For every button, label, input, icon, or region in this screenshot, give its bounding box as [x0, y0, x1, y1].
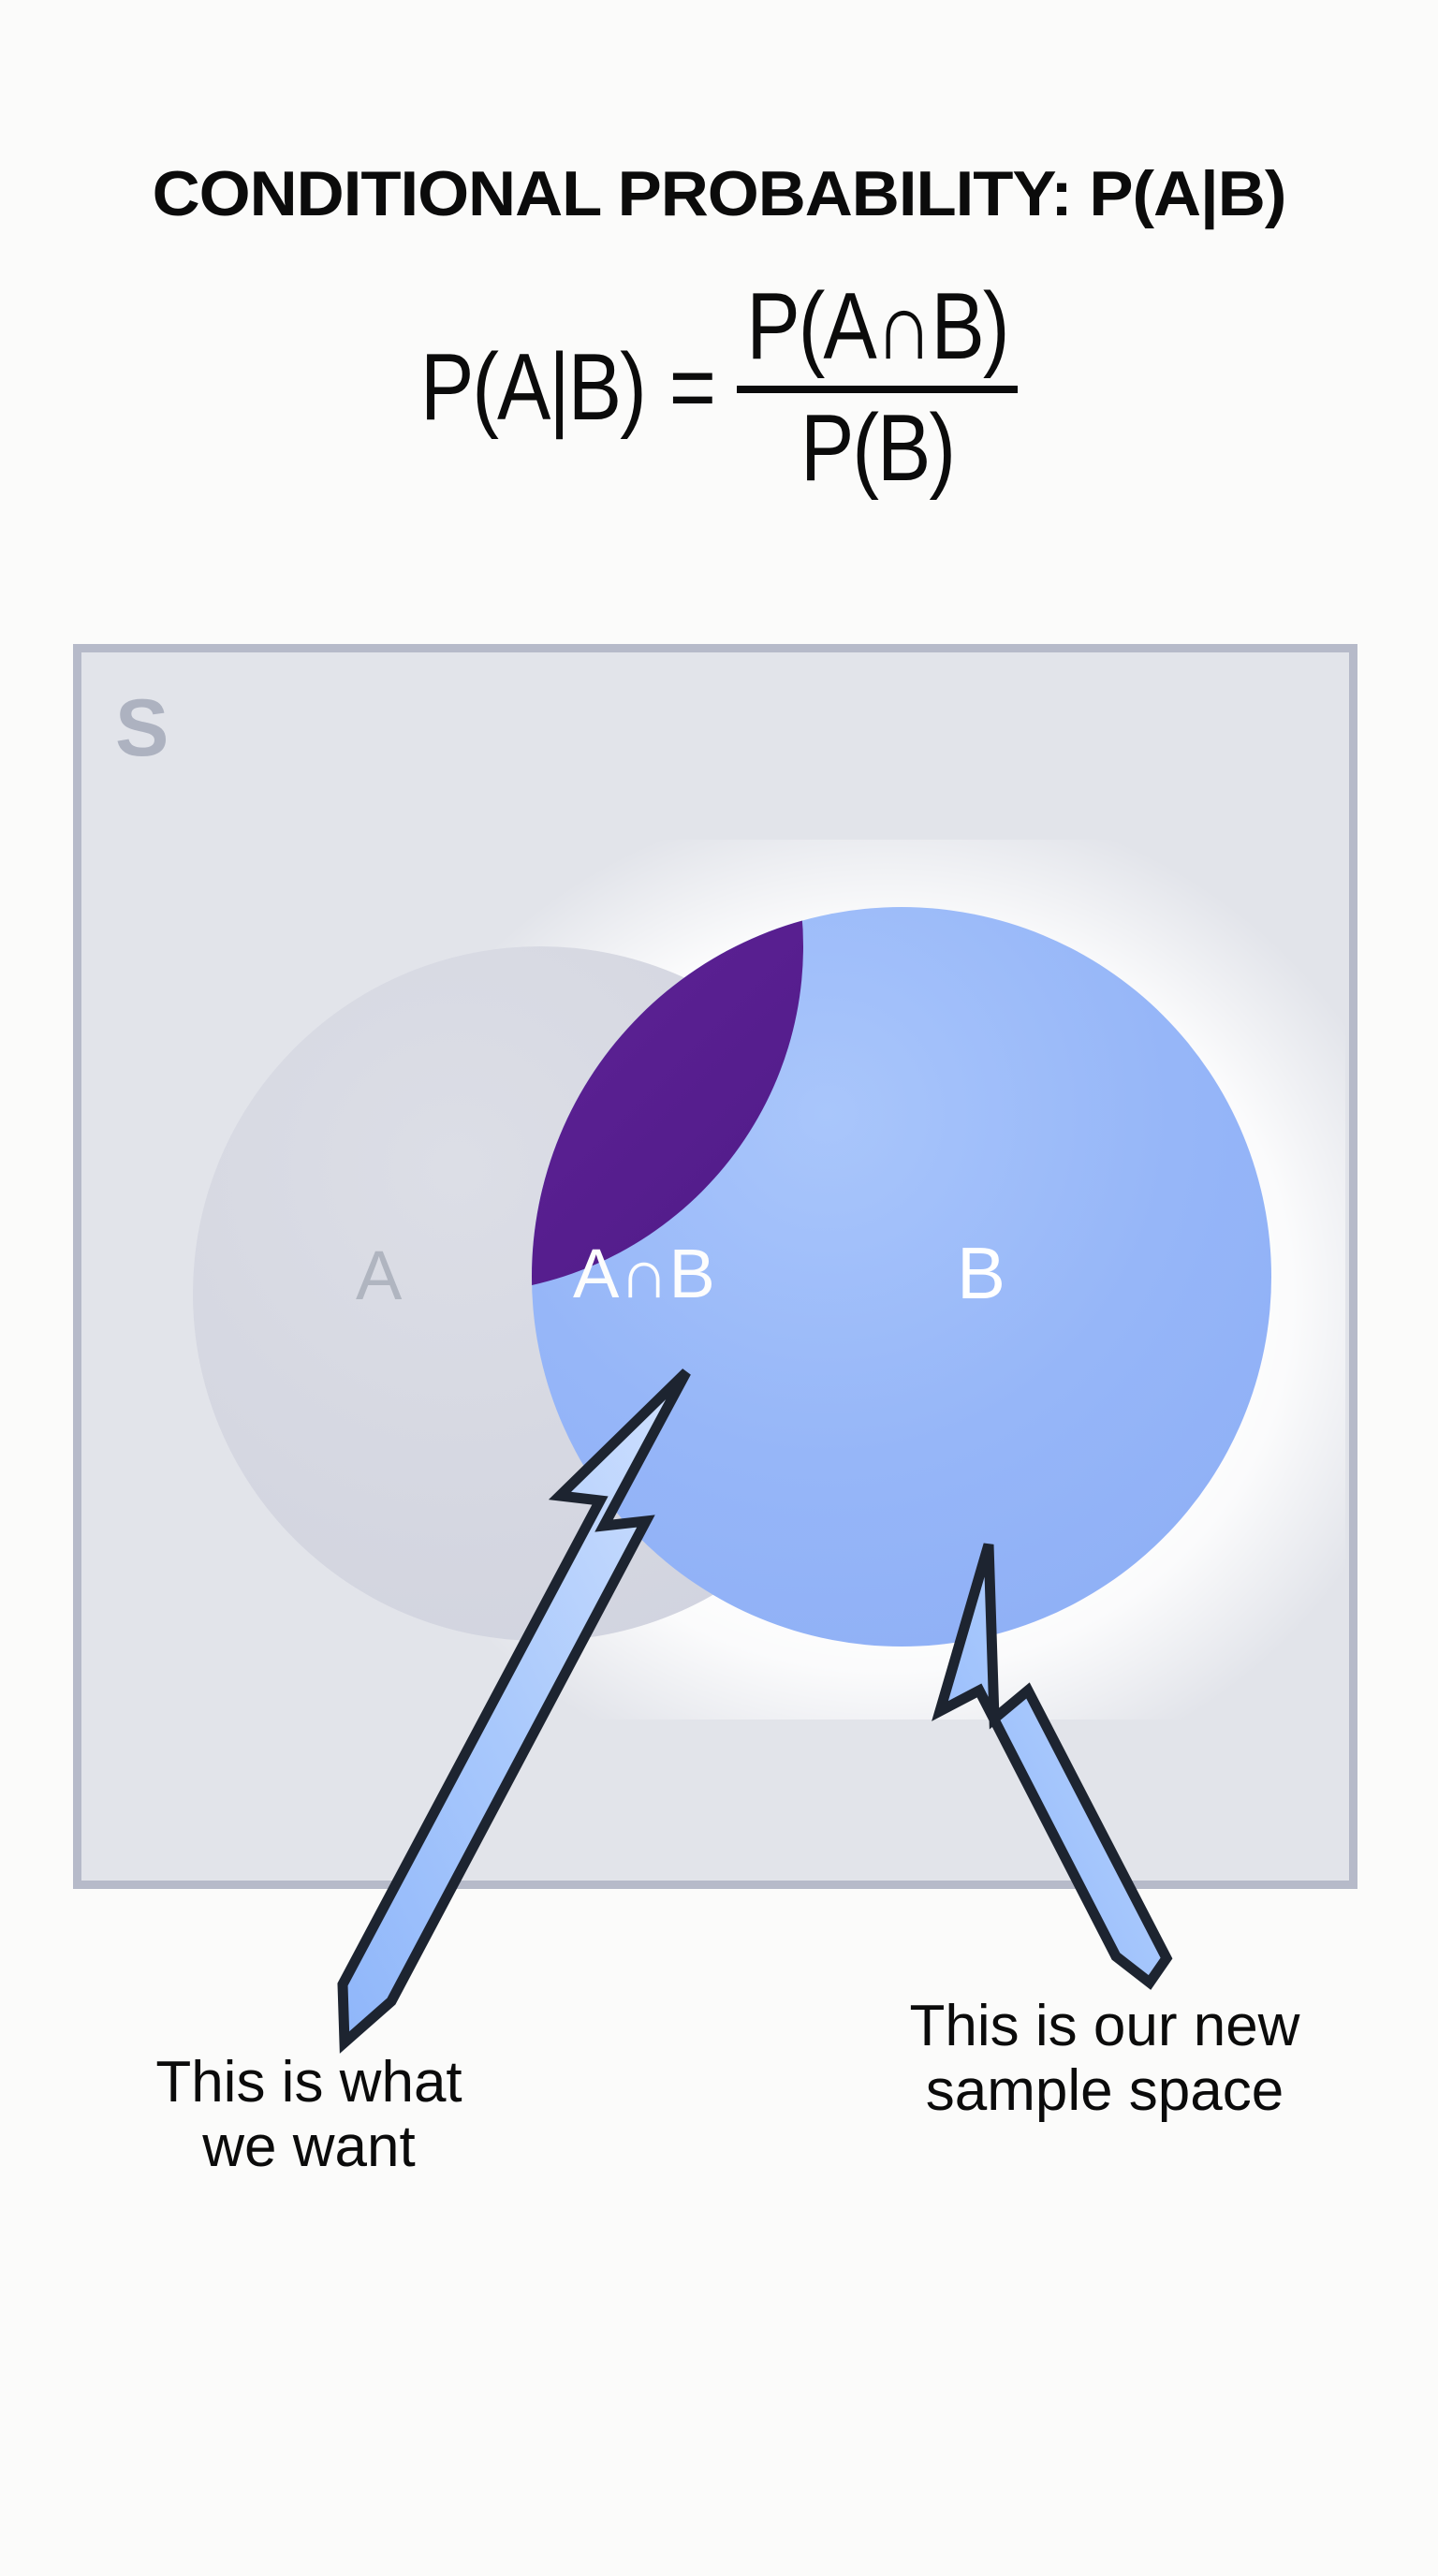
- formula-left-side: P(A|B): [420, 334, 647, 441]
- fraction-bar: [736, 386, 1018, 393]
- caption-what-we-want: This is what we want: [155, 2050, 462, 2180]
- sample-space-box: S: [73, 644, 1357, 1889]
- conditional-probability-formula: P(A|B) = P(A∩B) P(B): [0, 279, 1438, 496]
- sample-space-label: S: [115, 683, 169, 773]
- formula-numerator: P(A∩B): [746, 273, 1009, 380]
- caption-new-sample-space: This is our new sample space: [909, 1994, 1300, 2124]
- formula-denominator: P(B): [800, 395, 956, 502]
- page-title: CONDITIONAL PROBABILITY: P(A|B): [152, 158, 1287, 229]
- formula-fraction: P(A∩B) P(B): [736, 279, 1018, 496]
- formula-equals-sign: =: [668, 334, 716, 441]
